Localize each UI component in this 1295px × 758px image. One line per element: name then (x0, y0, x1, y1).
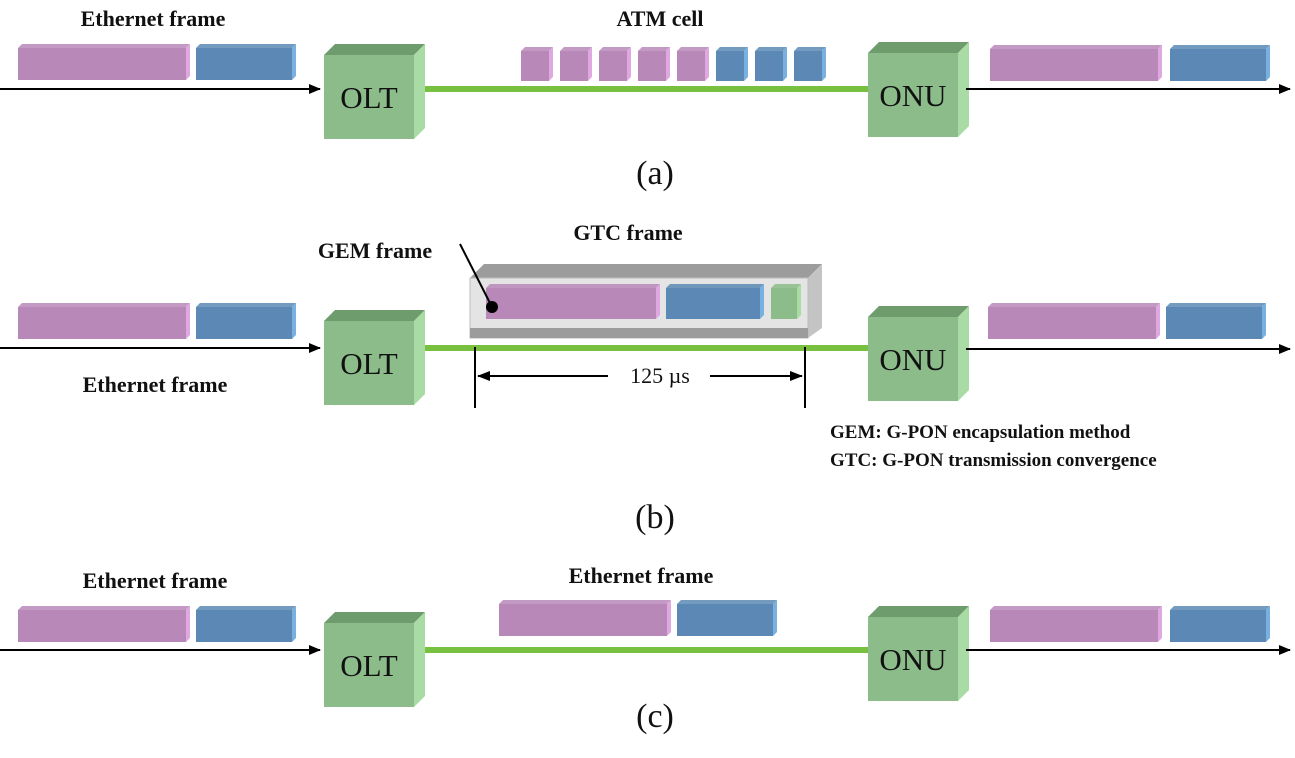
gtc-frame-label: GTC frame (573, 220, 683, 245)
atm-cell-payload (560, 47, 592, 81)
ethernet-payload-block (18, 606, 190, 642)
duration-label: 125 µs (630, 363, 690, 388)
panel-b-left-label: Ethernet frame (83, 372, 228, 397)
legend-gem: GEM: G-PON encapsulation method (830, 422, 1131, 443)
olt-node[interactable]: OLT (324, 612, 425, 707)
olt-node[interactable]: OLT (324, 44, 425, 139)
atm-cell-payload (521, 47, 553, 81)
ethernet-payload-block (18, 303, 190, 339)
legend-gtc: GTC: G-PON transmission convergence (830, 450, 1157, 471)
atm-cells (521, 47, 826, 81)
olt-node[interactable]: OLT (324, 310, 425, 405)
panel-b-input-ethernet-frame (18, 303, 296, 339)
node-front-face (868, 317, 958, 401)
ethernet-header-block (196, 606, 296, 642)
node-front-face (324, 321, 414, 405)
atm-cell-payload (677, 47, 709, 81)
olt-label: OLT (340, 80, 397, 115)
atm-cell-header (716, 47, 748, 81)
gtc-trailer-block (771, 284, 801, 319)
gem-payload-block (486, 284, 660, 319)
panel-b-output-ethernet-frame (988, 303, 1266, 339)
node-front-face (324, 623, 414, 707)
olt-label: OLT (340, 648, 397, 683)
onu-node[interactable]: ONU (868, 306, 969, 401)
node-side-face (958, 42, 969, 137)
ethernet-header-block (1170, 45, 1270, 81)
ethernet-payload-block (499, 600, 671, 636)
panel-b: GTC frame GEM frame Ethernet frame OLT (0, 220, 1291, 536)
panel-a-caption: (a) (636, 155, 674, 192)
ethernet-header-block (196, 303, 296, 339)
atm-cell-header (755, 47, 787, 81)
node-side-face (958, 306, 969, 401)
node-front-face (868, 617, 958, 701)
onu-label: ONU (879, 342, 946, 377)
panel-c-output-ethernet-frame (990, 606, 1270, 642)
atm-cell-payload (599, 47, 631, 81)
node-top-face (868, 42, 969, 53)
ethernet-payload-block (990, 45, 1162, 81)
duration-dimension: 125 µs (474, 347, 806, 408)
ethernet-payload-block (990, 606, 1162, 642)
gtc-frame[interactable] (469, 264, 822, 339)
panel-c-middle-label: Ethernet frame (569, 563, 714, 588)
panel-a-output-ethernet-frame (990, 45, 1270, 81)
atm-cell-header (794, 47, 826, 81)
panel-a-atm-label: ATM cell (617, 6, 704, 31)
onu-label: ONU (879, 78, 946, 113)
node-side-face (414, 612, 425, 707)
onu-node[interactable]: ONU (868, 606, 969, 701)
panel-c-input-ethernet-frame (18, 606, 296, 642)
ethernet-header-block (1170, 606, 1270, 642)
gem-pointer-dot (486, 301, 498, 313)
olt-label: OLT (340, 346, 397, 381)
panel-a-input-ethernet-frame (18, 44, 296, 80)
ethernet-header-block (196, 44, 296, 80)
ethernet-payload-block (18, 44, 190, 80)
atm-cell-payload (638, 47, 670, 81)
node-side-face (414, 310, 425, 405)
gem-header-block (666, 284, 764, 319)
panel-a: Ethernet frame ATM cell OLT ONU (a) (0, 6, 1291, 192)
node-front-face (868, 53, 958, 137)
node-front-face (324, 55, 414, 139)
panel-a-left-label: Ethernet frame (81, 6, 226, 31)
ethernet-header-block (677, 600, 777, 636)
onu-node[interactable]: ONU (868, 42, 969, 137)
node-top-face (324, 612, 425, 623)
node-top-face (868, 606, 969, 617)
panel-c-left-label: Ethernet frame (83, 568, 228, 593)
panel-c-transit-ethernet-frame (499, 600, 777, 636)
node-side-face (414, 44, 425, 139)
panel-b-caption: (b) (635, 499, 675, 536)
ethernet-header-block (1166, 303, 1266, 339)
panel-c: Ethernet frame Ethernet frame OLT ONU (c… (0, 563, 1291, 735)
gem-frame-label: GEM frame (318, 238, 432, 263)
ethernet-payload-block (988, 303, 1160, 339)
onu-label: ONU (879, 642, 946, 677)
node-top-face (324, 310, 425, 321)
node-top-face (868, 306, 969, 317)
node-side-face (958, 606, 969, 701)
abbreviation-legend: GEM: G-PON encapsulation method GTC: G-P… (830, 422, 1157, 471)
panel-c-caption: (c) (636, 698, 674, 735)
gem-pointer-line (459, 243, 493, 308)
node-top-face (324, 44, 425, 55)
